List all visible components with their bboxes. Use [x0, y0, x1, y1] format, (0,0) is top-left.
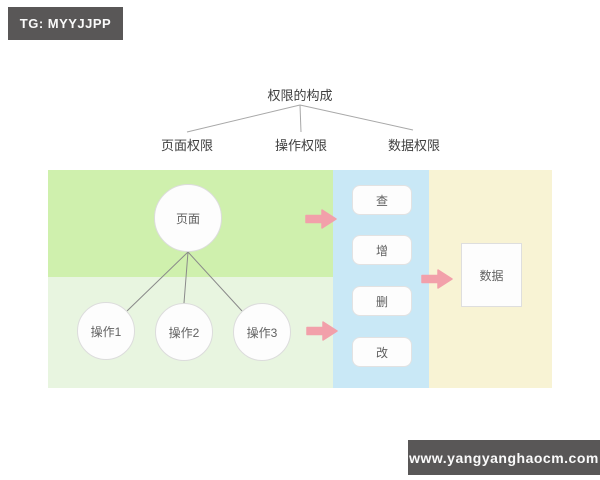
arrow-right-icon: [421, 269, 453, 289]
tree-root-label: 权限的构成: [267, 88, 333, 103]
telegram-badge: TG: MYYJJPP: [8, 7, 123, 40]
arrow-right-icon: [305, 209, 337, 229]
tree-child-operation-permission: 操作权限: [274, 138, 327, 153]
crud-box-query-label: 查: [375, 193, 388, 208]
tree-child-data-permission: 数据权限: [387, 138, 440, 153]
crud-box-delete-label: 删: [375, 294, 388, 309]
crud-box-modify: 改: [352, 337, 412, 367]
tree-branch-lines: [186, 104, 414, 133]
operation-node-3: 操作3: [233, 303, 291, 361]
operation-node-1: 操作1: [77, 302, 135, 360]
data-node-label: 数据: [479, 268, 504, 283]
website-badge: www.yangyanghaocm.com: [408, 440, 600, 475]
operation-node-3-label: 操作3: [246, 325, 278, 340]
website-badge-label: www.yangyanghaocm.com: [409, 449, 599, 466]
operation-node-2-label: 操作2: [168, 325, 200, 340]
page-node-label: 页面: [175, 211, 200, 226]
operation-node-2: 操作2: [155, 303, 213, 361]
permission-diagram-panel: 页面 操作1 操作2 操作3 查 增 删 改 数据: [48, 170, 552, 388]
crud-box-delete: 删: [352, 286, 412, 316]
crud-box-modify-label: 改: [375, 345, 388, 360]
telegram-badge-label: TG: MYYJJPP: [19, 16, 112, 31]
data-node: 数据: [461, 243, 522, 307]
crud-box-query: 查: [352, 185, 412, 215]
tree-child-page-permission: 页面权限: [160, 138, 213, 153]
arrow-right-icon: [306, 321, 338, 341]
page-node: 页面: [154, 184, 222, 252]
operation-node-1-label: 操作1: [90, 324, 122, 339]
crud-box-add-label: 增: [375, 243, 388, 258]
crud-box-add: 增: [352, 235, 412, 265]
